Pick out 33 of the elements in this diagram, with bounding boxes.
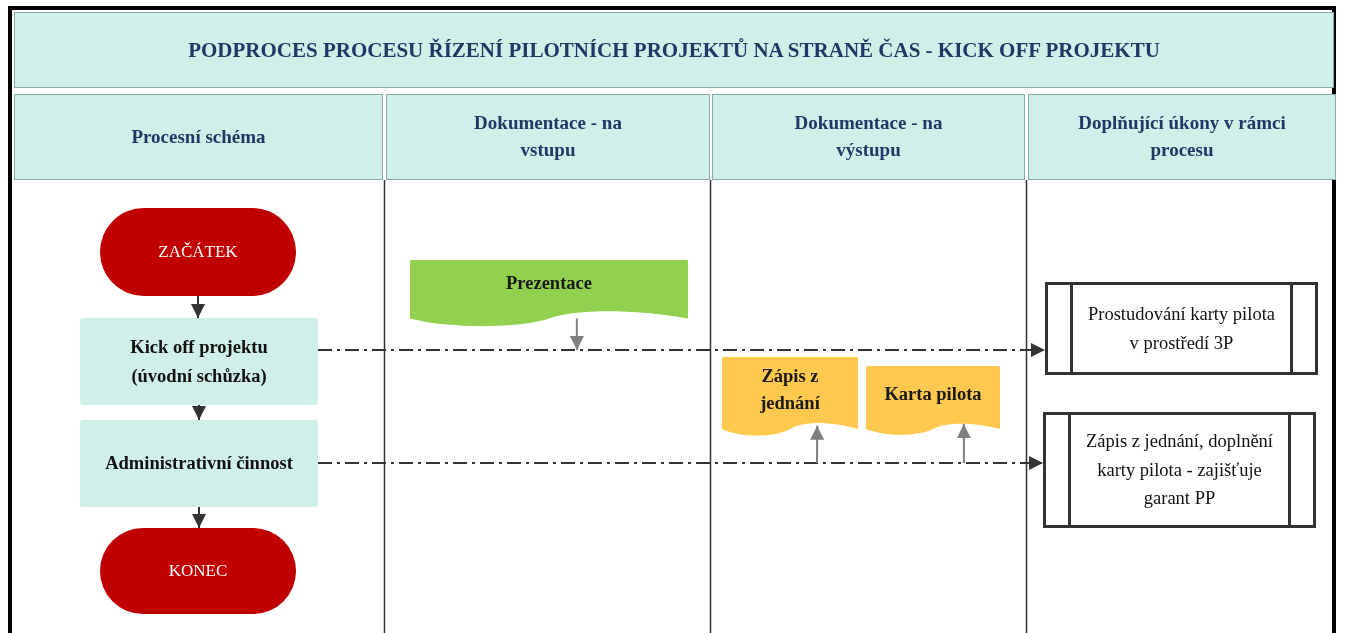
terminator-label: ZAČÁTEK: [158, 242, 238, 262]
process-box: [80, 318, 318, 405]
column-header: [1028, 94, 1336, 180]
arrow: [191, 295, 205, 319]
diagram-title: PODPROCES PROCESU ŘÍZENÍ PILOTNÍCH PROJEKTŮ NA STRANĚ ČAS - KICK OFF PROJEKTU: [188, 37, 1160, 63]
column-header: [14, 94, 383, 180]
column-header: [712, 94, 1025, 180]
dashed-arrow: [317, 343, 1046, 357]
arrow: [569, 317, 584, 351]
process-box: [80, 420, 318, 507]
dashed-arrow: [317, 456, 1044, 470]
process-label: Administrativní činnost: [105, 452, 293, 476]
document-shape: [722, 357, 858, 437]
document-label: Prezentace: [506, 271, 592, 295]
subprocess-label: Zápis z jednání, doplnění karty pilota - zajišťuje garant PP: [1085, 430, 1274, 511]
document-label: Zápis z jednání: [759, 365, 821, 415]
subprocess-box: [1045, 282, 1318, 375]
arrow: [192, 404, 206, 421]
process-label: Kick off projektu (úvodní schůzka): [129, 335, 269, 388]
document-label: Karta pilota: [884, 382, 982, 406]
document-shape: [410, 260, 688, 328]
arrow: [956, 423, 971, 464]
header-text: Doplňující úkony v rámci procesu: [1077, 111, 1287, 162]
subprocess-label: Prostudování karty pilota v prostředí 3P: [1086, 302, 1276, 355]
header-text: Dokumentace - na vstupu: [473, 111, 623, 162]
subprocess-box: [1043, 412, 1316, 528]
arrow: [810, 424, 825, 464]
header-text: Procesní schéma: [131, 124, 266, 149]
column-header: [386, 94, 710, 180]
terminator-label: KONEC: [168, 561, 228, 581]
header-text: Dokumentace - na výstupu: [793, 111, 944, 162]
arrow: [192, 506, 206, 529]
document-shape: [866, 366, 1000, 436]
